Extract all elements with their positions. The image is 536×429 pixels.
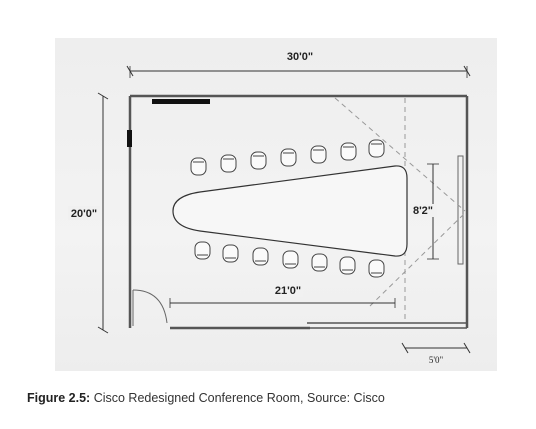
chair — [220, 154, 237, 173]
dimension-height: 20'0" — [68, 92, 109, 334]
chair — [190, 157, 207, 176]
floor-plan-figure: 30'0" 20'0" — [55, 38, 497, 371]
dimension-table-length: 21'0" — [169, 284, 396, 308]
chair — [252, 247, 269, 266]
caption-label: Figure 2.5: — [27, 391, 91, 405]
chair — [339, 256, 356, 275]
table-end-label: 8'2" — [413, 205, 433, 217]
dimension-offset: 5'0" — [401, 342, 471, 365]
chair — [368, 259, 385, 278]
chair — [311, 253, 328, 272]
door — [132, 289, 168, 326]
caption-text: Cisco Redesigned Conference Room, Source… — [90, 391, 385, 405]
chair — [280, 148, 297, 167]
chair — [340, 142, 357, 161]
chair — [310, 145, 327, 164]
figure-caption: Figure 2.5: Cisco Redesigned Conference … — [27, 391, 527, 405]
offset-label: 5'0" — [429, 355, 444, 365]
table-length-label: 21'0" — [275, 285, 301, 297]
chair — [222, 244, 239, 263]
dimension-width: 30'0" — [126, 51, 471, 78]
room-walls — [127, 94, 469, 330]
chairs-bottom-row — [194, 241, 385, 278]
chair — [282, 250, 299, 269]
chairs-top-row — [190, 139, 385, 176]
chair — [368, 139, 385, 158]
conference-table — [172, 165, 408, 257]
dimension-table-end: 8'2" — [409, 163, 439, 260]
floor-plan-drawing: 30'0" 20'0" — [68, 51, 471, 365]
height-label: 20'0" — [71, 208, 97, 220]
width-label: 30'0" — [287, 51, 313, 63]
chair — [250, 151, 267, 170]
chair — [194, 241, 211, 260]
